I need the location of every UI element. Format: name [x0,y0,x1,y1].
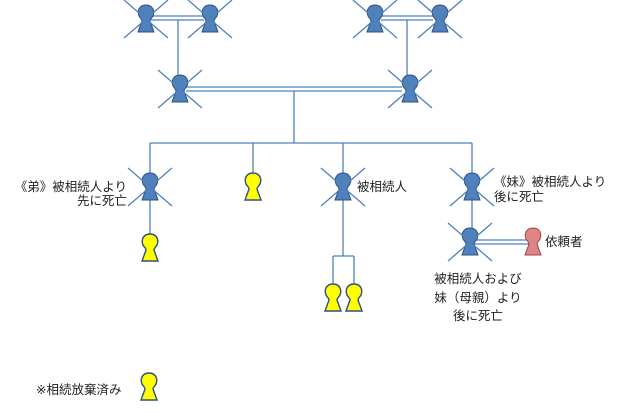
deceased-cross [447,222,493,262]
deceased-cross [187,0,233,39]
label-sister-spouse-line2: 妹（母親）より [434,290,521,305]
person-deceased-child-2-renounced [345,283,363,312]
label-deceased-person: 被相続人 [357,179,408,194]
label-sister-spouse-line3: 後に死亡 [453,308,503,323]
deceased-cross [157,69,203,109]
label-brother-line1: 《弟》被相続人より [15,179,127,194]
relationship-lines [149,15,530,286]
legend-renounced-label: ※相続放棄済み [36,382,121,397]
label-sister-line2: 後に死亡 [494,189,544,204]
legend-renounced-icon [140,372,158,401]
label-sister-spouse-line1: 被相続人および [434,271,522,286]
persons-layer [137,4,542,401]
label-sister-line1: 《妹》被相続人より [494,174,606,189]
deceased-cross [127,167,173,207]
person-sibling-renounced [244,172,262,201]
deceased-cross [449,167,495,207]
deceased-cross [352,0,398,39]
deceased-cross [417,0,463,39]
label-requester: 依頼者 [545,234,583,249]
deceased-cross [320,167,366,207]
deceased-cross [123,0,169,39]
deceased-marks [123,0,495,262]
person-deceased-child-1-renounced [324,283,342,312]
labels-layer: 《弟》被相続人より 先に死亡 被相続人 《妹》被相続人より 後に死亡 依頼者 被… [15,174,607,397]
person-brother-child-renounced [141,233,159,262]
label-brother-line2: 先に死亡 [77,193,127,208]
person-requester [524,227,542,256]
deceased-cross [387,69,433,109]
